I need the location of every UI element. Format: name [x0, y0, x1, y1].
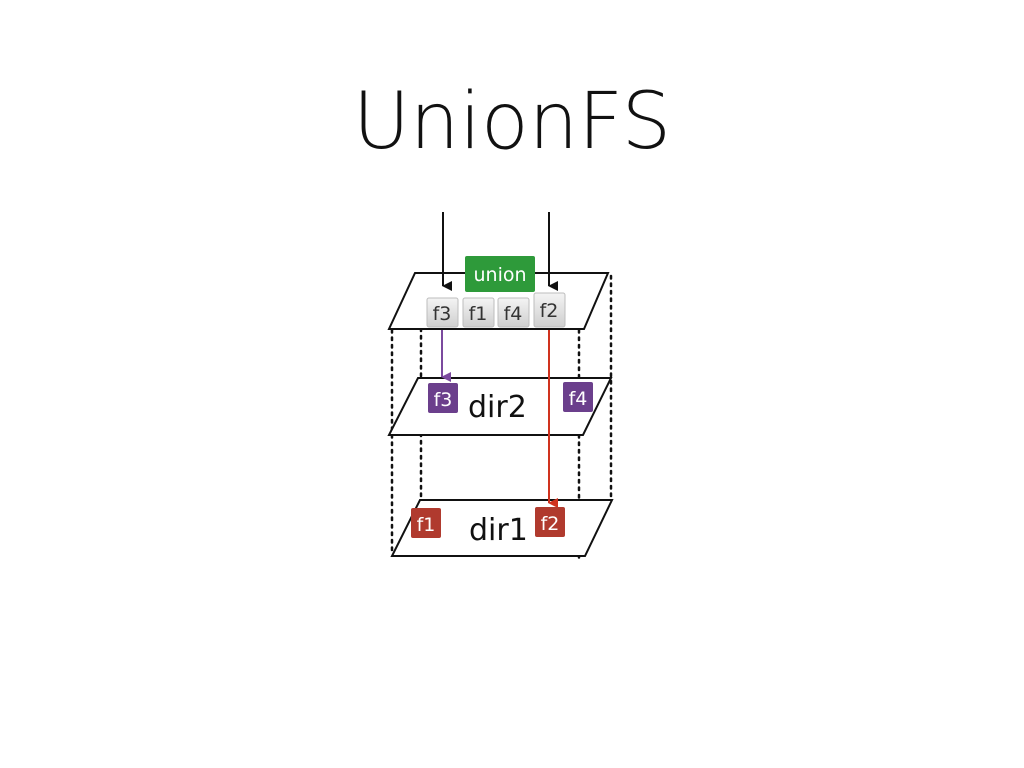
union-file-chip-f4: f4 [497, 297, 530, 328]
dir1-label: dir1 [469, 513, 528, 548]
dir2-file-label: f3 [434, 389, 453, 411]
dir2-file-label: f4 [569, 388, 588, 410]
dir2-label: dir2 [468, 390, 527, 425]
union-file-label: f4 [504, 303, 523, 325]
dir2-file-chip-f3: f3 [428, 383, 458, 413]
slide-title: UnionFS [352, 77, 672, 167]
union-file-chip-f3: f3 [426, 297, 459, 328]
union-file-label: f2 [540, 300, 559, 322]
union-file-chip-f1: f1 [462, 297, 495, 328]
dir1-file-chip-f1: f1 [411, 508, 441, 538]
dir1-file-chip-f2: f2 [535, 507, 565, 537]
union-badge-label: union [473, 264, 526, 286]
dir1-file-label: f2 [541, 513, 560, 535]
dir2-file-chip-f4: f4 [563, 382, 593, 412]
union-file-chip-f2: f2 [533, 292, 566, 328]
union-file-label: f1 [469, 303, 488, 325]
union-file-label: f3 [433, 303, 452, 325]
dir1-file-label: f1 [417, 514, 436, 536]
union-badge: union [465, 256, 535, 292]
